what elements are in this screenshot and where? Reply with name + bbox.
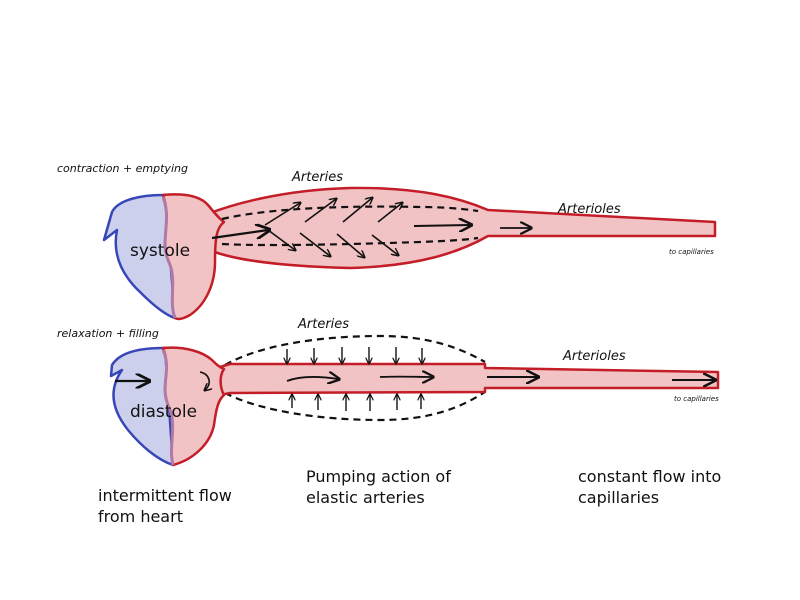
caption-line: elastic arteries: [306, 488, 425, 507]
flow-arrow-artery: [413, 225, 470, 226]
caption-intermittent-flow: intermittent flow from heart: [98, 485, 232, 527]
diastole-row: relaxation + filling diastole: [57, 317, 720, 467]
arteries-label-bottom: Arteries: [297, 317, 349, 332]
contraction-label: contraction + emptying: [57, 162, 188, 175]
caption-constant-flow: constant flow into capillaries: [578, 466, 721, 508]
flow-arrow-up: [342, 198, 372, 223]
systole-label: systole: [130, 241, 190, 261]
flow-arrow-artery: [286, 377, 338, 381]
arterioles-label-top: Arterioles: [557, 202, 621, 217]
artery-vessel-diastole: [218, 362, 720, 397]
arterioles-label-bottom: Arterioles: [562, 349, 626, 364]
flow-arrow-up: [304, 199, 336, 223]
septum-systole: [161, 196, 177, 319]
flow-arrow-down: [371, 234, 398, 255]
flow-arrow-entry: [211, 230, 268, 238]
flow-arrow-up: [264, 203, 300, 226]
caption-line: constant flow into: [578, 467, 722, 486]
artery-vessel-systole: [203, 186, 717, 270]
flow-arrow-up: [377, 203, 402, 223]
valve-curl-arrow: [199, 371, 209, 390]
caption-line: capillaries: [578, 488, 660, 507]
caption-line: intermittent flow: [98, 486, 232, 505]
caption-line: from heart: [98, 507, 183, 526]
flow-arrow-down: [299, 232, 330, 256]
diastole-label: diastole: [130, 402, 197, 422]
arteries-label-top: Arteries: [291, 170, 343, 185]
dashed-boundary-lower: [221, 236, 479, 247]
dashed-expanded-lower: [224, 391, 486, 422]
heart-venous-side-systole: [102, 193, 177, 320]
capillaries-label-bottom: to capillaries: [674, 395, 719, 403]
septum-diastole: [161, 349, 175, 466]
dashed-expanded-upper: [224, 334, 486, 366]
caption-pumping-action: Pumping action of elastic arteries: [306, 466, 451, 508]
flow-arrow-down: [336, 233, 364, 257]
systole-row: contraction + emptying systole Arteries …: [57, 162, 717, 321]
capillaries-label-top: to capillaries: [669, 248, 714, 256]
heart-venous-side-diastole: [109, 346, 175, 467]
caption-line: Pumping action of: [306, 467, 451, 486]
relaxation-label: relaxation + filling: [57, 327, 159, 340]
flow-arrow-down: [267, 229, 295, 250]
